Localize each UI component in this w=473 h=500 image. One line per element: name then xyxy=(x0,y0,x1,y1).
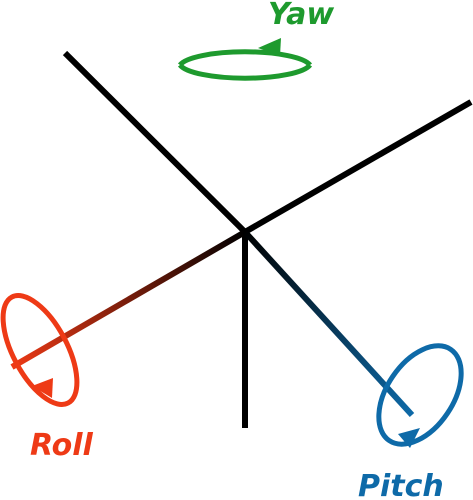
yaw-rotation-front xyxy=(177,38,313,81)
roll-rotation-group xyxy=(0,293,80,407)
roll-ring xyxy=(0,293,80,407)
pitch-rotation-group xyxy=(376,343,464,448)
yaw-label: Yaw xyxy=(268,0,334,32)
pitch-label: Pitch xyxy=(358,469,444,500)
pitch-ring xyxy=(376,343,464,447)
yaw-ring-front xyxy=(177,63,313,81)
diagonal-axis-upper-left xyxy=(62,50,248,235)
diagonal-axis-upper-right xyxy=(243,99,473,235)
roll-arrow-icon xyxy=(32,378,53,398)
pitch-arrow-icon xyxy=(398,428,420,448)
yaw-arrow-icon xyxy=(258,38,281,56)
roll-label: Roll xyxy=(30,428,94,463)
pitch-axis xyxy=(242,229,415,418)
roll-axis xyxy=(10,229,247,370)
